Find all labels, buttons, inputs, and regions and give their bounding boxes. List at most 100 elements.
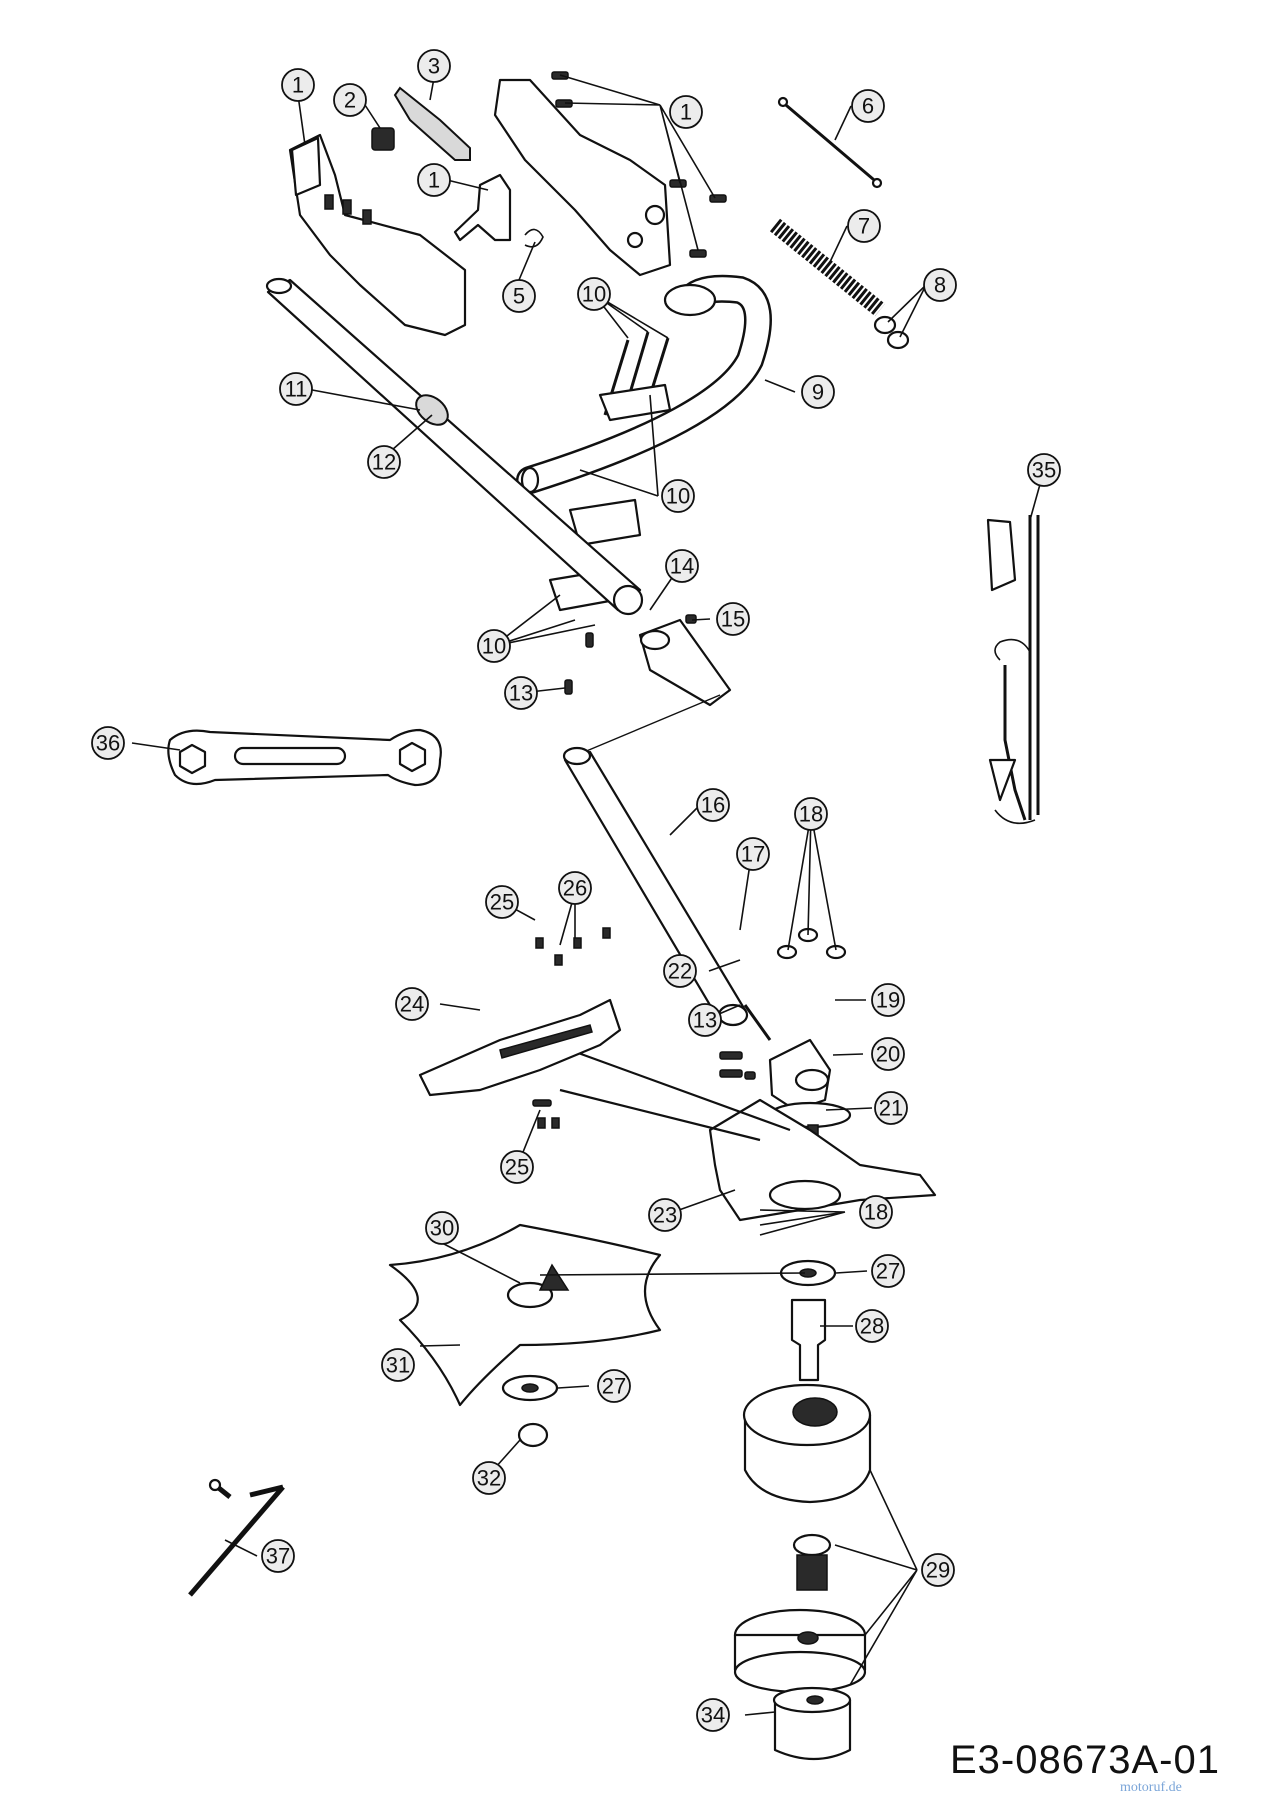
svg-text:1: 1 (292, 73, 304, 98)
svg-text:2: 2 (344, 88, 356, 113)
svg-text:18: 18 (864, 1200, 888, 1225)
svg-text:26: 26 (563, 876, 587, 901)
svg-text:18: 18 (799, 802, 823, 827)
callout-21: 21 (874, 1091, 908, 1125)
callout-28: 28 (855, 1309, 889, 1343)
callout-1-b: 1 (417, 163, 451, 197)
svg-text:17: 17 (741, 842, 765, 867)
callout-22: 22 (663, 954, 697, 988)
part-knob (772, 1686, 852, 1760)
part-nuts-top (776, 927, 847, 960)
callout-25-a: 25 (485, 885, 519, 919)
callout-12: 12 (367, 445, 401, 479)
callout-7: 7 (847, 209, 881, 243)
svg-text:36: 36 (96, 731, 120, 756)
callout-5: 5 (502, 279, 536, 313)
callout-17: 17 (736, 837, 770, 871)
part-guard (559, 1048, 937, 1222)
callout-19: 19 (871, 983, 905, 1017)
svg-text:25: 25 (505, 1155, 529, 1180)
part-loop-handle (516, 274, 772, 494)
svg-text:1: 1 (428, 168, 440, 193)
svg-text:15: 15 (721, 607, 745, 632)
part-wrench (167, 728, 442, 787)
svg-text:16: 16 (701, 793, 725, 818)
callout-8: 8 (923, 268, 957, 302)
svg-text:5: 5 (513, 284, 525, 309)
svg-text:31: 31 (386, 1353, 410, 1378)
callout-6: 6 (851, 89, 885, 123)
svg-text:27: 27 (602, 1374, 626, 1399)
part-adapter (790, 1298, 827, 1382)
svg-text:10: 10 (582, 282, 606, 307)
callout-10-c: 10 (477, 629, 511, 663)
part-screws-lower (564, 614, 697, 695)
watermark: motoruf.de (1120, 1780, 1182, 1795)
svg-text:25: 25 (490, 890, 514, 915)
callout-37: 37 (261, 1539, 295, 1573)
callout-27-b: 27 (597, 1369, 631, 1403)
part-guard-extension (418, 927, 622, 1097)
svg-text:10: 10 (666, 484, 690, 509)
callout-10-a: 10 (577, 277, 611, 311)
svg-text:13: 13 (509, 681, 533, 706)
drawing-number: E3-08673A-01 (950, 1738, 1220, 1782)
svg-text:20: 20 (876, 1042, 900, 1067)
svg-text:11: 11 (285, 377, 308, 402)
part-grip-ring (415, 394, 449, 426)
svg-text:3: 3 (428, 54, 440, 79)
svg-text:6: 6 (862, 94, 874, 119)
callout-34: 34 (696, 1698, 730, 1732)
svg-text:32: 32 (477, 1466, 501, 1491)
part-throttle-lever-plate (393, 86, 471, 161)
part-hex-key (188, 1478, 285, 1597)
part-spring-coil (769, 218, 886, 317)
svg-text:1: 1 (680, 100, 692, 125)
part-bolts-clamp (719, 1051, 756, 1080)
part-handle-right-housing (493, 78, 672, 277)
part-throttle-cable (777, 96, 883, 189)
callout-13-b: 13 (688, 1003, 722, 1037)
part-flange-washers (501, 1259, 837, 1402)
callout-16: 16 (696, 788, 730, 822)
part-rings (873, 315, 910, 350)
svg-text:9: 9 (812, 380, 824, 405)
part-coupler (638, 618, 732, 707)
part-blade (388, 1223, 662, 1407)
svg-text:12: 12 (372, 450, 396, 475)
svg-text:14: 14 (670, 554, 694, 579)
svg-text:7: 7 (858, 214, 870, 239)
part-nut-32 (517, 1422, 549, 1448)
callout-36: 36 (91, 726, 125, 760)
svg-text:19: 19 (876, 988, 900, 1013)
svg-text:8: 8 (934, 273, 946, 298)
part-switch (371, 127, 395, 151)
callout-31: 31 (381, 1348, 415, 1382)
svg-text:24: 24 (400, 992, 424, 1017)
svg-text:37: 37 (266, 1544, 290, 1569)
part-trimmer-head (733, 1383, 872, 1694)
callout-20: 20 (871, 1037, 905, 1071)
svg-text:23: 23 (653, 1203, 677, 1228)
callout-25-b: 25 (500, 1150, 534, 1184)
svg-text:29: 29 (926, 1558, 950, 1583)
callout-15: 15 (716, 602, 750, 636)
callout-23: 23 (648, 1198, 682, 1232)
callout-30: 30 (425, 1211, 459, 1245)
callout-2: 2 (333, 83, 367, 117)
part-trigger (453, 173, 512, 242)
svg-text:22: 22 (668, 959, 692, 984)
callout-35: 35 (1027, 453, 1061, 487)
callout-9: 9 (801, 375, 835, 409)
callout-32: 32 (472, 1461, 506, 1495)
callout-26: 26 (558, 871, 592, 905)
callout-29: 29 (921, 1553, 955, 1587)
svg-text:35: 35 (1032, 458, 1056, 483)
callout-11: 11 (279, 372, 313, 406)
svg-text:13: 13 (693, 1008, 717, 1033)
part-drive-tube (265, 277, 644, 616)
part-lower-tube (562, 694, 749, 1027)
svg-text:27: 27 (876, 1259, 900, 1284)
callout-27-a: 27 (871, 1254, 905, 1288)
